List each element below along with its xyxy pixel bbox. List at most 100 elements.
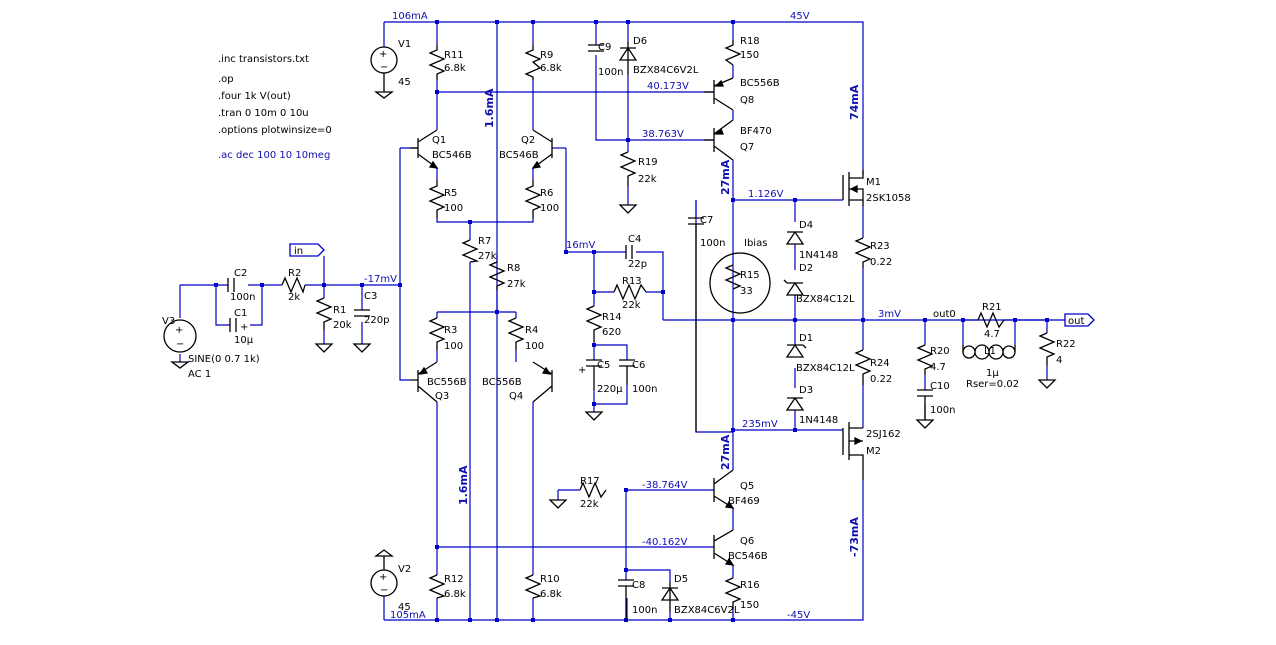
c1-value: 10µ [234, 335, 254, 346]
q3-label: Q3 [435, 391, 449, 402]
r4-label: R4 [525, 325, 538, 336]
r11-value: 6.8k [444, 63, 466, 74]
svg-text:+: + [379, 572, 387, 583]
ibias-label: Ibias [744, 238, 767, 249]
spice-directives: .inc transistors.txt .op .four 1k V(out)… [218, 54, 332, 161]
source-v2[interactable]: +− V2 45 [370, 549, 411, 613]
q4-model: BC556B [482, 377, 522, 388]
d1-model: BZX84C12L [796, 363, 855, 374]
v-q8-base: 40.173V [647, 81, 689, 92]
svg-text:−: − [380, 585, 388, 596]
d4-model: 1N4148 [799, 250, 838, 261]
r13-label: R13 [622, 276, 642, 287]
r17-value: 22k [580, 499, 599, 510]
q1-label: Q1 [432, 135, 446, 146]
v1-name: V1 [398, 39, 411, 50]
q2-model: BC546B [499, 150, 539, 161]
net-label-in[interactable]: in [289, 243, 325, 257]
r12-label: R12 [444, 574, 464, 585]
i-m1: 74mA [848, 84, 861, 120]
q2-label: Q2 [521, 135, 535, 146]
source-v3[interactable]: +− V3 SINE(0 0.7 1k) AC 1 [162, 316, 260, 380]
r14-value: 620 [602, 327, 621, 338]
l1-rser: Rser=0.02 [966, 379, 1019, 390]
current-annotations: 106mA 105mA 1.6mA 1.6mA 74mA -73mA 27mA … [390, 11, 861, 621]
c1-label: C1 [234, 308, 247, 319]
d6-model: BZX84C6V2L [633, 65, 699, 76]
r19-value: 22k [638, 174, 657, 185]
i-vas-bottom: 27mA [719, 434, 732, 470]
svg-text:+: + [240, 322, 248, 333]
v3-ac: AC 1 [188, 369, 211, 380]
svg-text:+: + [175, 325, 183, 336]
component-labels: R11 6.8k R9 6.8k C9 100n D6 BZX84C6V2L R… [230, 36, 1076, 616]
d5-model: BZX84C6V2L [674, 605, 740, 616]
c4-value: 22p [628, 259, 647, 270]
v-bottom-rail: -45V [787, 610, 810, 621]
svg-text:+: + [379, 49, 387, 60]
c3-label: C3 [364, 291, 377, 302]
r9 [524, 45, 542, 80]
c6-value: 100n [632, 384, 657, 395]
transistors[interactable] [410, 77, 864, 566]
q1-model: BC546B [432, 150, 472, 161]
r1-value: 20k [333, 320, 352, 331]
v1-value: 45 [398, 77, 411, 88]
r17-label: R17 [580, 476, 600, 487]
v-m1-gate: 1.126V [748, 189, 784, 200]
d6-label: D6 [633, 36, 647, 47]
r24-value: 0.22 [870, 374, 892, 385]
r3-label: R3 [444, 325, 457, 336]
r18-label: R18 [740, 36, 760, 47]
q7-model: BF470 [740, 126, 772, 137]
i-r8-top: 1.6mA [483, 88, 496, 128]
svg-text:+: + [578, 365, 586, 376]
c4-label: C4 [628, 234, 641, 245]
q6-model: BC546B [728, 551, 768, 562]
c7-label: C7 [700, 215, 713, 226]
source-v1[interactable]: +− V1 45 [370, 39, 411, 99]
v2-value: 45 [398, 602, 411, 613]
r16-value: 150 [740, 600, 759, 611]
r8-value: 27k [507, 279, 526, 290]
i-v2: 105mA [390, 610, 426, 621]
c2-label: C2 [234, 268, 247, 279]
r21-value: 4.7 [984, 329, 1000, 340]
q5-model: BF469 [728, 496, 760, 507]
q4-label: Q4 [509, 391, 523, 402]
directive-inc: .inc transistors.txt [218, 54, 309, 65]
v-output: 3mV [878, 309, 901, 320]
r7-value: 27k [478, 251, 497, 262]
r9-label: R9 [540, 50, 553, 61]
out0-label: out0 [933, 309, 956, 320]
r2-value: 2k [288, 292, 300, 303]
c8-value: 100n [632, 605, 657, 616]
c8-label: C8 [632, 580, 645, 591]
directive-op: .op [218, 74, 234, 85]
q8-model: BC556B [740, 78, 780, 89]
svg-text:−: − [176, 339, 184, 350]
i-m2: -73mA [848, 517, 861, 557]
r18-value: 150 [740, 50, 759, 61]
out-label: out [1068, 316, 1084, 327]
r11-label: R11 [444, 50, 464, 61]
r12-value: 6.8k [444, 589, 466, 600]
inductor-l1[interactable] [962, 344, 1016, 360]
diodes[interactable] [618, 42, 807, 612]
m1-model: 2SK1058 [866, 193, 911, 204]
net-label-out[interactable]: out [1064, 313, 1095, 327]
c6-label: C6 [632, 360, 645, 371]
r9-value: 6.8k [540, 63, 562, 74]
r5-value: 100 [444, 203, 463, 214]
r4-value: 100 [525, 341, 544, 352]
c10-label: C10 [930, 381, 950, 392]
c3-value: 220p [364, 315, 389, 326]
directive-four: .four 1k V(out) [218, 91, 291, 102]
directive-tran: .tran 0 10m 0 10u [218, 108, 309, 119]
resistors[interactable] [281, 40, 1056, 610]
capacitors[interactable]: + + [227, 44, 933, 620]
r13-value: 22k [622, 300, 641, 311]
d3-model: 1N4148 [799, 415, 838, 426]
i-vas-top: 27mA [719, 159, 732, 195]
q8-label: Q8 [740, 95, 754, 106]
